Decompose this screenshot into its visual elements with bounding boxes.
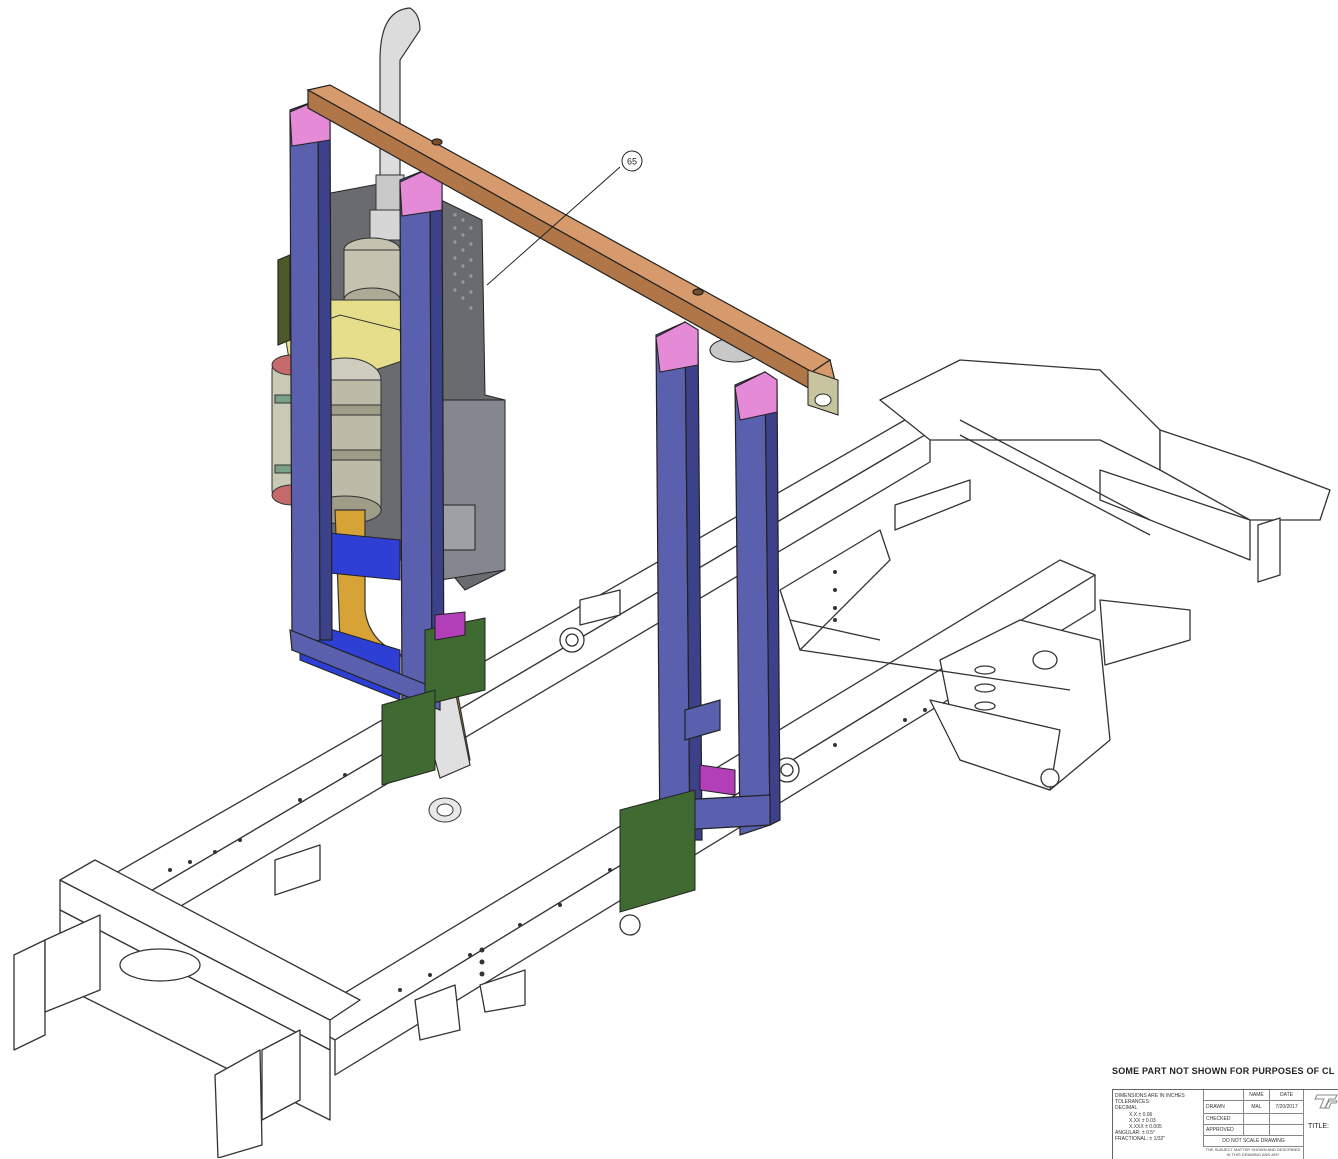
do-not-scale: DO NOT SCALE DRAWING [1203, 1136, 1303, 1147]
tolerance-line: DIMENSIONS ARE IN INCHES [1115, 1093, 1185, 1099]
orange-crossbar [306, 84, 837, 396]
drawn-date: 7/20/2017 [1269, 1101, 1303, 1114]
drawing-note: SOME PART NOT SHOWN FOR PURPOSES OF CL [1112, 1066, 1335, 1076]
approved-label: APPROVED [1203, 1125, 1243, 1136]
right-upright-frame [655, 320, 781, 851]
name-header: NAME [1243, 1090, 1269, 1101]
balloon-label: 65 [627, 157, 637, 167]
approved-name [1243, 1125, 1269, 1136]
tolerance-line: X.XX ± 0.03 [1129, 1117, 1156, 1124]
approval-grid: NAME DATE DRAWN MAL 7/20/2017 CHECKED AP… [1203, 1090, 1338, 1159]
tolerance-line: FRACTIONAL: ± 1/32" [1115, 1136, 1166, 1143]
title-cell [1303, 1090, 1338, 1159]
title-label: TITLE: [1308, 1123, 1330, 1130]
leader-line [486, 166, 621, 286]
right-frame-caps [655, 321, 778, 421]
tolerance-line: DECIMAL [1115, 1105, 1138, 1112]
tolerance-line: TOLERANCES: [1115, 1099, 1151, 1106]
tolerance-line: X.X ± 0.06 [1129, 1111, 1153, 1118]
tolerances-box: DIMENSIONS ARE IN INCHES TOLERANCES: DEC… [1115, 1093, 1203, 1143]
date-header: DATE [1269, 1090, 1303, 1101]
blank-cell [1203, 1090, 1243, 1101]
left-green-plates [381, 611, 486, 786]
balloon-callout: 65 [486, 150, 643, 286]
right-green-plate [619, 789, 696, 913]
checked-name [1243, 1114, 1269, 1125]
balloon-circle [621, 150, 643, 172]
approved-date [1269, 1125, 1303, 1136]
checked-label: CHECKED [1203, 1114, 1243, 1125]
drawn-label: DRAWN [1203, 1101, 1243, 1114]
chassis-bolt-holes [168, 570, 927, 992]
left-upright-frame [277, 99, 445, 713]
right-mount-plate [214, 1049, 263, 1158]
company-logo [1314, 1094, 1338, 1109]
tolerance-line: ANGULAR: ± 0.5° [1115, 1130, 1156, 1137]
tolerance-line: X.XXX ± 0.005 [1129, 1124, 1162, 1131]
title-block: DIMENSIONS ARE IN INCHES TOLERANCES: DEC… [1112, 1089, 1338, 1159]
checked-date [1269, 1114, 1303, 1125]
left-mount-plate [13, 939, 46, 1051]
legal-text: THE SUBJECT MATTER SHOWN AND DESCRIBED I… [1205, 1147, 1301, 1157]
drawn-name: MAL [1243, 1101, 1269, 1114]
